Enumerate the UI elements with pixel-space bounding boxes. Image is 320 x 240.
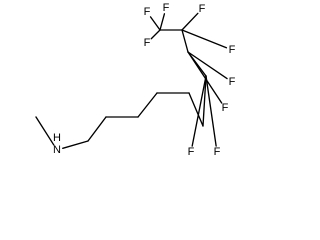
atom-label-F8: F [144,37,151,49]
atom-label-N1: N [53,144,61,156]
bond-C7-F1 [191,75,207,147]
atom-label-F5: F [229,44,236,56]
bond-C7-F2 [205,75,217,147]
atom-label-F3: F [222,102,229,114]
bond-C6-C7 [202,75,207,127]
atom-label-F9: F [163,2,170,14]
atom-label-F7: F [144,6,151,18]
atom-label-F2: F [214,146,221,158]
bond-C_me-N1 [35,116,55,146]
bond-C9-F5 [181,29,228,49]
bond-C10-F9 [159,13,166,31]
bond-N1-C1 [62,140,89,150]
bond-C8-F3 [187,51,223,104]
atom-label-F1: F [188,146,195,158]
bond-C10-F8 [150,29,161,40]
bond-layer [35,12,228,150]
bond-C8-C9 [181,29,189,53]
bond-C5-C6 [188,92,204,127]
bond-C1-C2 [87,116,107,142]
atom-label-F6: F [199,3,206,15]
atom-hydrogen-N1: H [53,132,61,144]
atom-label-F4: F [229,76,236,88]
bond-C8-F4 [187,51,228,80]
bond-C9-F6 [181,12,199,31]
bond-C10-F7 [149,16,161,31]
bond-C3-C4 [137,92,158,118]
